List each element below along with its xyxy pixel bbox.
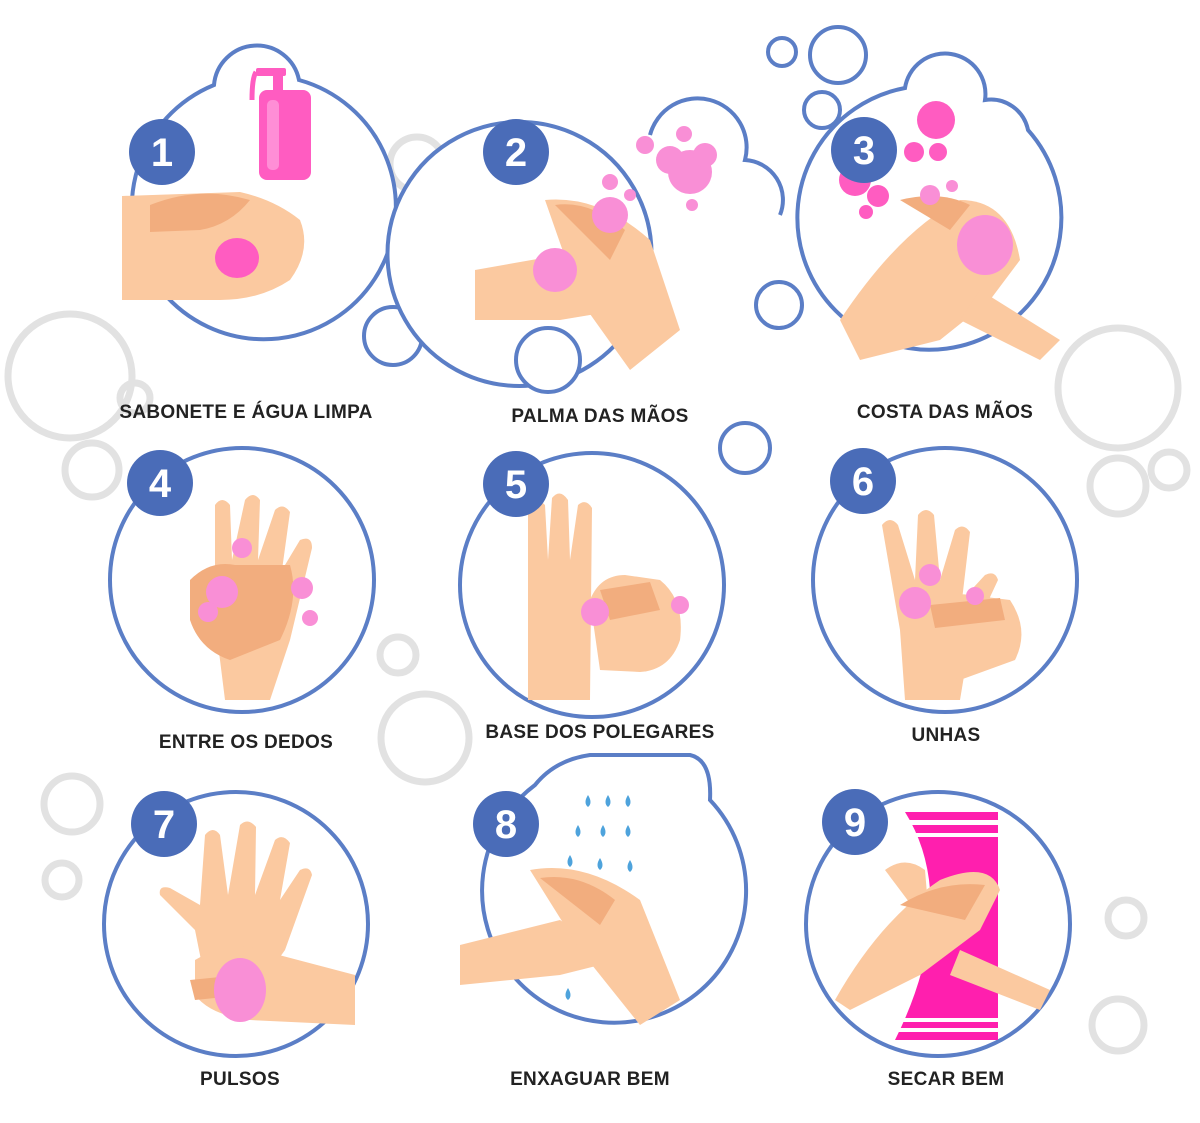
step-2-card: 2 — [385, 96, 785, 394]
step-3-card: 3 — [795, 51, 1064, 360]
step-6-card: 6 — [811, 446, 1079, 714]
background-bubbles — [4, 133, 1191, 1055]
step-2-frame — [385, 120, 654, 388]
step-7-card: 7 — [102, 790, 370, 1058]
step-6-number-badge: 6 — [830, 448, 896, 514]
soap-dispenser-icon — [249, 68, 311, 180]
step-4-label: ENTRE OS DEDOS — [158, 732, 334, 753]
drying-hands-icon — [835, 862, 1050, 1010]
step-8-label: ENXAGUAR BEM — [510, 1069, 670, 1090]
step-1-card: 1 — [122, 43, 398, 342]
step-8-number: 8 — [495, 803, 517, 847]
cupped-hands-icon — [122, 192, 305, 300]
step-2-number: 2 — [505, 131, 527, 175]
back-of-hands-icon — [840, 180, 1060, 360]
step-3-number: 3 — [853, 129, 875, 173]
thumb-base-icon — [528, 493, 689, 700]
wrist-icon — [159, 821, 355, 1025]
step-8-number-badge: 8 — [473, 791, 539, 857]
step-1-number-badge: 1 — [129, 119, 195, 185]
palms-rubbing-icon — [475, 174, 680, 370]
rinse-water-icon — [565, 795, 633, 1000]
foam-cloud-icon — [636, 126, 717, 211]
step-5-number: 5 — [505, 463, 527, 507]
step-7-number-badge: 7 — [131, 791, 197, 857]
step-9-number: 9 — [844, 801, 866, 845]
step-4-number: 4 — [149, 462, 172, 506]
step-8-card: 8 — [460, 753, 749, 1025]
step-5-label: BASE DOS POLEGARES — [485, 722, 715, 743]
step-9-label: SECAR BEM — [887, 1069, 1005, 1090]
step-7-label: PULSOS — [200, 1069, 280, 1090]
step-2-label: PALMA DAS MÃOS — [511, 406, 689, 427]
step-9-card: 9 — [804, 789, 1072, 1058]
step-1-number: 1 — [151, 131, 173, 175]
step-5-card: 5 — [458, 451, 726, 719]
step-7-number: 7 — [153, 803, 175, 847]
step-3-number-badge: 3 — [831, 117, 897, 183]
step-6-label: UNHAS — [911, 725, 981, 746]
hands-under-water-icon — [460, 868, 680, 1025]
step-9-number-badge: 9 — [822, 789, 888, 855]
step-4-card: 4 — [108, 446, 376, 714]
step-1-label: SABONETE E ÁGUA LIMPA — [119, 402, 373, 423]
fingernails-icon — [882, 510, 1022, 700]
between-fingers-icon — [190, 495, 318, 700]
step-4-number-badge: 4 — [127, 450, 193, 516]
step-3-label: COSTA DAS MÃOS — [856, 402, 1034, 423]
step-2-number-badge: 2 — [483, 119, 549, 185]
step-6-number: 6 — [852, 460, 874, 504]
step-5-number-badge: 5 — [483, 451, 549, 517]
